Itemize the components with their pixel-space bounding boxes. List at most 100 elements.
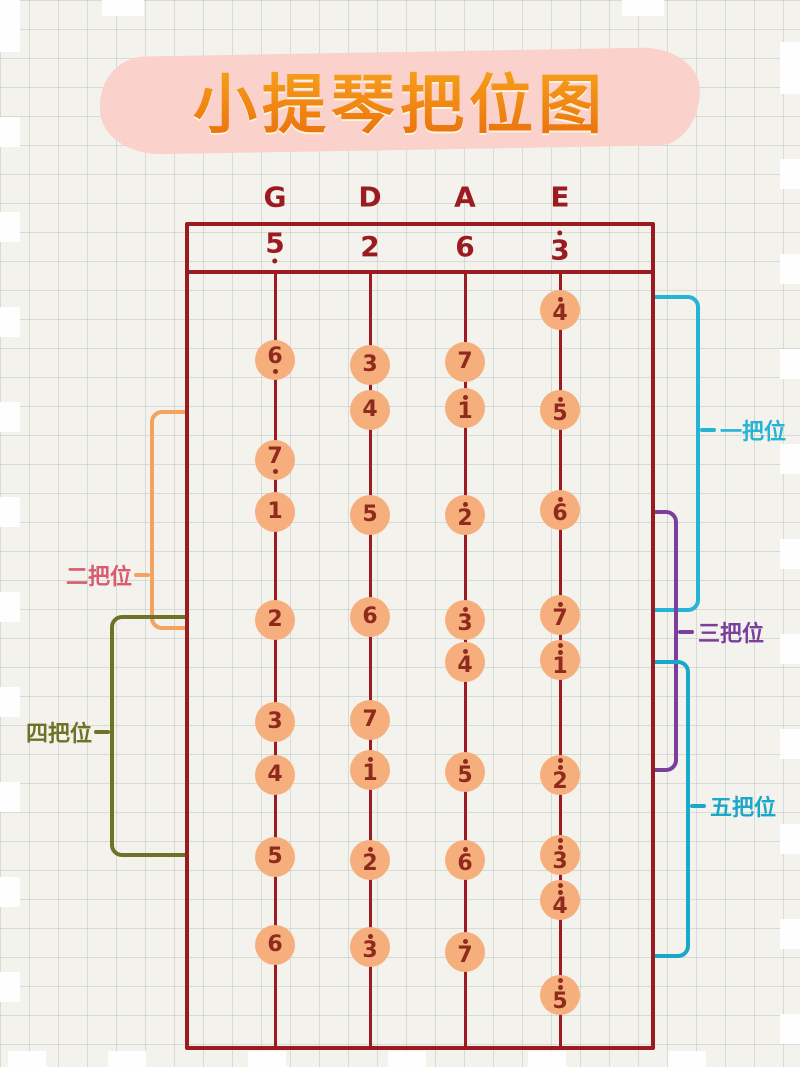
octave-dots <box>557 837 563 851</box>
open-string-note-E-3: 3 <box>550 230 570 265</box>
bracket-tick-2 <box>134 573 150 577</box>
note-G-6: 6 <box>255 925 295 965</box>
note-E-5: 5 <box>540 975 580 1015</box>
position-label-2: 二把位 <box>65 565 132 590</box>
note-number: 3 <box>362 352 378 377</box>
string-letter-G: G <box>263 180 287 214</box>
note-G-6: 6 <box>255 340 295 380</box>
octave-dots <box>557 977 563 991</box>
octave-dots <box>557 882 563 896</box>
octave-dots <box>462 938 468 945</box>
octave-dots <box>557 601 563 608</box>
note-number: 3 <box>362 937 378 963</box>
note-number: 2 <box>267 607 283 632</box>
note-D-4: 4 <box>350 390 390 430</box>
note-number: 5 <box>552 989 568 1014</box>
string-letter-E: E <box>550 180 570 214</box>
tape-decoration-left <box>0 0 20 1067</box>
note-number: 1 <box>362 760 378 786</box>
octave-dots <box>462 846 468 853</box>
position-label-3: 三把位 <box>698 622 765 647</box>
bracket-tick-5 <box>690 804 706 808</box>
tape-decoration-top <box>0 0 800 16</box>
note-G-4: 4 <box>255 755 295 795</box>
note-number: 5 <box>552 400 568 426</box>
octave-dots <box>272 368 278 375</box>
note-number: 3 <box>552 849 568 874</box>
note-number: 2 <box>457 505 473 531</box>
string-letter-D: D <box>358 180 382 214</box>
position-bracket-2 <box>150 410 185 630</box>
note-number: 5 <box>265 226 285 260</box>
note-number: 2 <box>552 769 568 794</box>
octave-dots <box>272 468 278 475</box>
note-A-1: 1 <box>445 388 485 428</box>
note-E-4: 4 <box>540 290 580 330</box>
note-number: 4 <box>362 397 378 422</box>
note-number: 6 <box>267 932 283 957</box>
note-number: 5 <box>457 762 473 788</box>
note-G-1: 1 <box>255 492 295 532</box>
octave-dots <box>462 501 468 508</box>
string-line-G <box>273 270 277 1050</box>
note-number: 7 <box>457 942 473 968</box>
note-A-6: 6 <box>445 840 485 880</box>
note-number: 6 <box>457 850 473 876</box>
note-A-7: 7 <box>445 932 485 972</box>
note-number: 6 <box>362 604 378 629</box>
note-D-3: 3 <box>350 345 390 385</box>
note-A-2: 2 <box>445 495 485 535</box>
note-number: 4 <box>552 894 568 919</box>
note-E-1: 1 <box>540 640 580 680</box>
note-E-6: 6 <box>540 490 580 530</box>
octave-dots <box>462 394 468 401</box>
octave-dots <box>557 396 563 403</box>
note-number: 7 <box>552 605 568 631</box>
octave-dots <box>462 648 468 655</box>
nut-line <box>185 270 655 274</box>
note-number: 3 <box>457 610 473 636</box>
octave-dots <box>462 606 468 613</box>
note-number: 6 <box>552 500 568 526</box>
octave-dots <box>367 756 373 763</box>
note-D-2: 2 <box>350 840 390 880</box>
note-number: 3 <box>267 709 283 734</box>
note-A-4: 4 <box>445 642 485 682</box>
note-number: 7 <box>267 443 283 469</box>
note-E-7: 7 <box>540 595 580 635</box>
octave-dots <box>367 846 373 853</box>
string-line-D <box>368 270 372 1050</box>
octave-dots <box>557 230 563 237</box>
position-label-5: 五把位 <box>710 796 777 821</box>
bracket-tick-4 <box>94 730 110 734</box>
note-number: 5 <box>362 502 378 527</box>
note-G-5: 5 <box>255 837 295 877</box>
page-title: 小提琴把位图 <box>193 54 607 146</box>
note-D-7: 7 <box>350 700 390 740</box>
note-number: 2 <box>362 850 378 876</box>
note-G-3: 3 <box>255 702 295 742</box>
note-D-5: 5 <box>350 495 390 535</box>
bracket-tick-3 <box>678 630 694 634</box>
note-E-3: 3 <box>540 835 580 875</box>
note-G-2: 2 <box>255 600 295 640</box>
octave-dots <box>367 933 373 940</box>
note-number: 4 <box>552 300 568 326</box>
note-A-7: 7 <box>445 342 485 382</box>
note-number: 6 <box>455 230 475 263</box>
note-E-5: 5 <box>540 390 580 430</box>
position-label-1: 一把位 <box>720 420 787 445</box>
octave-dots <box>272 258 278 265</box>
note-E-4: 4 <box>540 880 580 920</box>
tape-decoration-right <box>780 0 800 1067</box>
note-number: 1 <box>457 398 473 424</box>
note-number: 6 <box>267 343 283 369</box>
note-number: 5 <box>267 844 283 869</box>
note-D-6: 6 <box>350 597 390 637</box>
open-string-note-G-5: 5 <box>265 226 285 265</box>
note-number: 2 <box>360 230 380 263</box>
open-string-note-D-2: 2 <box>360 233 379 261</box>
string-letter-A: A <box>454 180 476 214</box>
open-string-note-A-6: 6 <box>455 233 474 261</box>
